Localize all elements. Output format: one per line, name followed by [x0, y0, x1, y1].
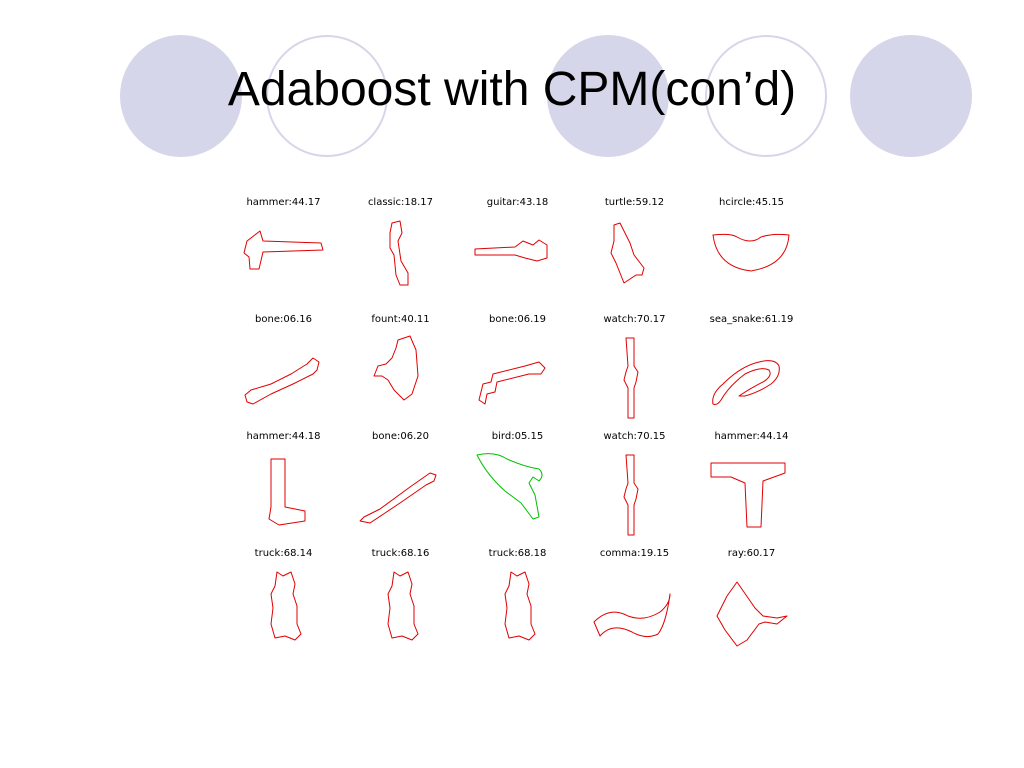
comma-icon	[593, 593, 671, 638]
shape-cell: bone:06.16	[225, 310, 342, 427]
shape-cell: hcircle:45.15	[693, 193, 810, 310]
shape-cell: classic:18.17	[342, 193, 459, 310]
truck-icon	[387, 571, 419, 641]
shape-outline	[623, 337, 639, 419]
shape-outline	[712, 360, 780, 405]
slide-title: Adaboost with CPM(con’d)	[227, 63, 797, 116]
shape-cell: hammer:44.14	[693, 427, 810, 544]
shape-cell: ray:60.17	[693, 544, 810, 661]
hammer-upright-icon	[710, 462, 786, 528]
decorative-ring-1	[266, 35, 388, 157]
shape-outline	[270, 571, 302, 641]
shape-cell: truck:68.14	[225, 544, 342, 661]
shape-label: truck:68.14	[254, 548, 313, 559]
turtle-icon	[610, 222, 645, 284]
decorative-circle-3	[850, 35, 972, 157]
truck-icon	[504, 571, 536, 641]
shape-label: classic:18.17	[367, 197, 434, 208]
shape-outline	[716, 581, 788, 647]
shape-label: turtle:59.12	[604, 197, 665, 208]
shape-outline	[268, 458, 306, 526]
shape-label: sea_snake:61.19	[709, 314, 794, 325]
shape-cell: bone:06.19	[459, 310, 576, 427]
guitar-icon	[474, 239, 548, 262]
shape-label: bone:06.19	[489, 314, 546, 325]
watch-icon	[623, 337, 639, 419]
shape-label: hammer:44.17	[246, 197, 321, 208]
bird-icon	[476, 453, 543, 520]
bone-icon	[244, 357, 320, 405]
shape-label: watch:70.17	[603, 314, 666, 325]
decorative-circle-2	[547, 35, 669, 157]
truck-icon	[270, 571, 302, 641]
shape-label: watch:70.15	[603, 431, 666, 442]
shape-cell: fount:40.11	[342, 310, 459, 427]
shape-cell: hammer:44.18	[225, 427, 342, 544]
fount-icon	[373, 335, 419, 401]
shape-cell: comma:19.15	[576, 544, 693, 661]
shape-outline	[710, 462, 786, 528]
shape-cell: bone:06.20	[342, 427, 459, 544]
shape-label: ray:60.17	[727, 548, 776, 559]
shape-label: fount:40.11	[371, 314, 430, 325]
hammer-vertical-icon	[268, 458, 306, 526]
shape-outline	[244, 357, 320, 405]
shape-label: hammer:44.18	[246, 431, 321, 442]
shape-cell: guitar:43.18	[459, 193, 576, 310]
ray-icon	[716, 581, 788, 647]
bone-bent-icon	[478, 361, 546, 405]
hcircle-icon	[712, 233, 790, 272]
hammer-icon	[243, 230, 324, 270]
shape-outline	[593, 593, 671, 638]
shape-outline	[243, 230, 324, 270]
shape-cell: truck:68.18	[459, 544, 576, 661]
decorative-ring-2	[705, 35, 827, 157]
shape-label: hcircle:45.15	[719, 197, 784, 208]
watch-icon	[623, 454, 639, 536]
shape-outline	[610, 222, 645, 284]
sea-snake-icon	[712, 360, 780, 405]
shape-label: bird:05.15	[491, 431, 544, 442]
shape-outline	[623, 454, 639, 536]
shape-cell: bird:05.15	[459, 427, 576, 544]
shape-outline	[389, 220, 409, 286]
shape-outline	[504, 571, 536, 641]
shape-label: comma:19.15	[599, 548, 670, 559]
shape-outline	[476, 453, 543, 520]
shape-label: bone:06.20	[372, 431, 429, 442]
shape-results-grid: hammer:44.17 classic:18.17 guitar:43.18 tur…	[225, 193, 810, 653]
shape-cell: watch:70.15	[576, 427, 693, 544]
shape-outline	[387, 571, 419, 641]
shape-label: bone:06.16	[255, 314, 312, 325]
shape-outline	[373, 335, 419, 401]
decorative-circle-1	[120, 35, 242, 157]
shape-cell: watch:70.17	[576, 310, 693, 427]
shape-outline	[478, 361, 546, 405]
shape-cell: hammer:44.17	[225, 193, 342, 310]
shape-label: guitar:43.18	[486, 197, 549, 208]
classic-icon	[389, 220, 409, 286]
shape-outline	[712, 233, 790, 272]
bone-diagonal-icon	[359, 472, 437, 524]
shape-label: truck:68.18	[488, 548, 547, 559]
shape-label: truck:68.16	[371, 548, 430, 559]
shape-label: hammer:44.14	[714, 431, 789, 442]
shape-cell: turtle:59.12	[576, 193, 693, 310]
shape-cell: truck:68.16	[342, 544, 459, 661]
shape-outline	[359, 472, 437, 524]
shape-outline	[474, 239, 548, 262]
shape-cell: sea_snake:61.19	[693, 310, 810, 427]
